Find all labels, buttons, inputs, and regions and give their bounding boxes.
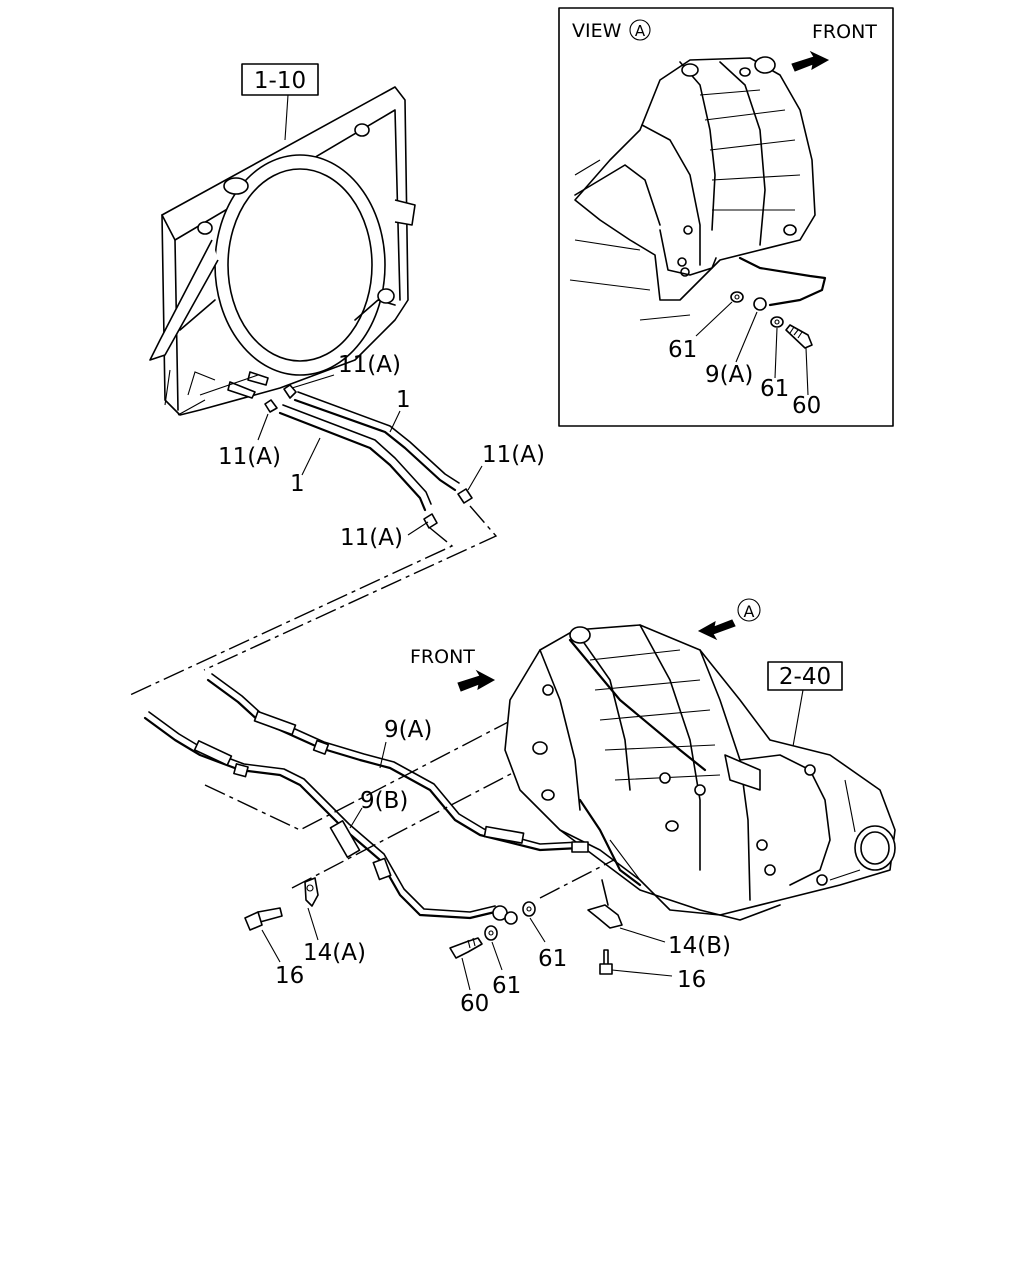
clip-14a-icon xyxy=(304,877,319,907)
clamp-left-icon xyxy=(264,399,278,413)
trans-port xyxy=(665,820,679,832)
callout-11a-right: 11(A) xyxy=(482,442,545,468)
callout-11a-mid: 11(A) xyxy=(340,525,403,551)
view-a-marker-circle xyxy=(737,598,761,622)
washer-61-right-icon xyxy=(522,901,536,917)
inset-pipe xyxy=(738,256,827,307)
view-a-marker: A xyxy=(744,602,755,621)
callout-61-left: 61 xyxy=(492,973,521,999)
inset-callout-61b: 61 xyxy=(760,376,789,402)
view-a-arrow-icon xyxy=(697,619,736,641)
radiator-assembly: 1-10 xyxy=(149,63,416,416)
hose-lower xyxy=(278,411,427,512)
callout-9a: 9(A) xyxy=(384,717,432,743)
callout-11a-left: 11(A) xyxy=(218,444,281,470)
clip-14b-icon xyxy=(587,904,623,929)
inset-frame xyxy=(558,7,894,427)
inset-marker: A xyxy=(635,22,646,40)
radiator-cap-icon xyxy=(223,177,249,195)
hose-upper xyxy=(293,398,457,492)
callout-61-right: 61 xyxy=(538,946,567,972)
main-front-arrow-icon xyxy=(457,669,496,692)
clamps xyxy=(264,384,473,529)
view-a-inset: VIEW A FRONT xyxy=(558,7,894,427)
inset-front-arrow-icon xyxy=(791,50,830,72)
inset-callout-9a: 9(A) xyxy=(705,362,753,388)
inset-callout-61a: 61 xyxy=(668,337,697,363)
callout-9b: 9(B) xyxy=(360,788,408,814)
ref-1-10: 1-10 xyxy=(254,68,306,94)
bolt-16-left-icon xyxy=(244,911,263,931)
inset-callout-60: 60 xyxy=(792,393,821,419)
callout-14b: 14(B) xyxy=(668,933,731,959)
hoses xyxy=(278,391,460,512)
ref-box-1-10 xyxy=(241,63,319,96)
clamp-mid-icon xyxy=(423,513,438,529)
inset-marker-circle xyxy=(629,19,651,41)
callout-1-left: 1 xyxy=(290,471,305,497)
inset-front-label: FRONT xyxy=(812,21,877,43)
washer-61-left-icon xyxy=(484,925,498,941)
callout-11a-top: 11(A) xyxy=(338,352,401,378)
callout-1-top: 1 xyxy=(396,387,411,413)
bolt-16-right-icon xyxy=(599,963,613,975)
pipe-9b xyxy=(143,716,497,920)
transmission-assembly: 2-40 xyxy=(504,624,896,921)
bolt-60-icon xyxy=(449,937,483,959)
inset-washer-2 xyxy=(770,316,784,328)
inset-pipe-fitting xyxy=(753,297,767,311)
callout-16-left: 16 xyxy=(275,963,304,989)
callout-16-right: 16 xyxy=(677,967,706,993)
cooler-pipes xyxy=(143,673,589,925)
ref-2-40: 2-40 xyxy=(779,664,831,690)
inset-washer-1 xyxy=(730,291,744,303)
callout-14a: 14(A) xyxy=(303,940,366,966)
ref-box-2-40 xyxy=(767,661,843,691)
bottom-hardware xyxy=(244,877,623,975)
inset-title: VIEW xyxy=(572,20,622,42)
callout-60: 60 xyxy=(460,991,489,1017)
clamp-right-icon xyxy=(457,488,473,504)
clamp-top-icon xyxy=(283,384,297,399)
main-front-label: FRONT xyxy=(410,646,475,668)
inset-transmission xyxy=(569,56,816,321)
